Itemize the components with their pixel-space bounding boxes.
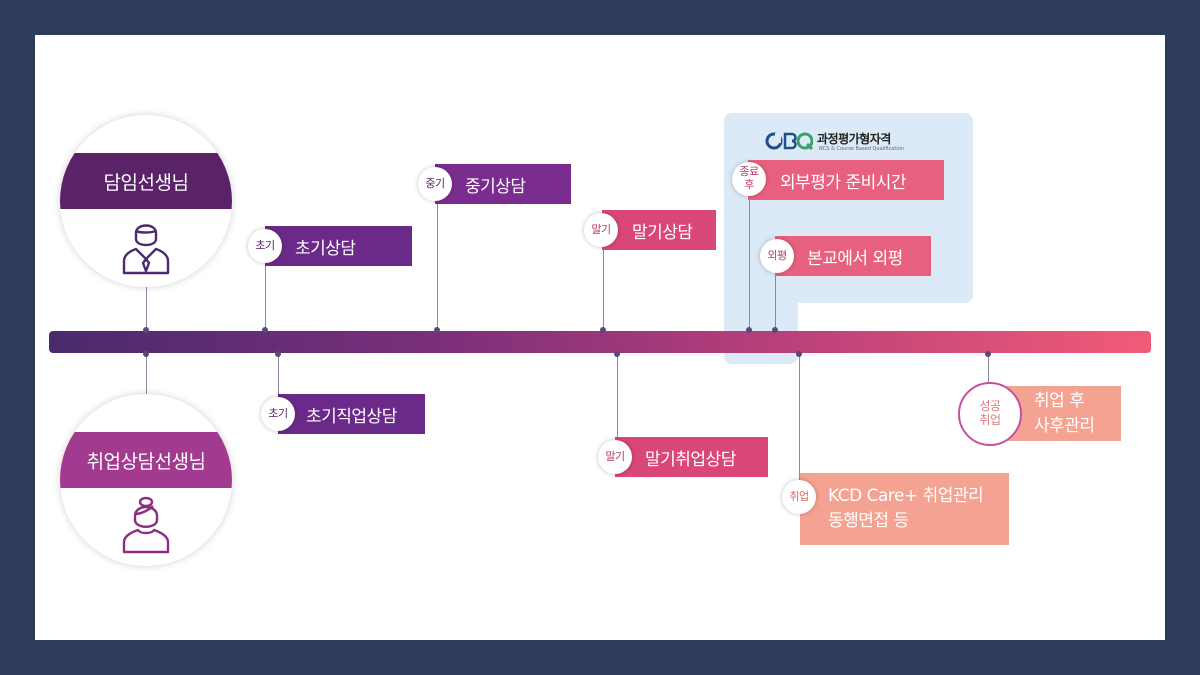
role-title: 담임선생님: [60, 153, 232, 209]
male-teacher-icon: [122, 224, 170, 275]
step-late-counseling: 말기상담: [602, 210, 716, 250]
connector-employment: [799, 354, 800, 480]
step-badge-early: 초기: [248, 229, 282, 263]
step-badge-late-employment: 말기: [598, 440, 632, 474]
role-title: 취업상담선생님: [60, 432, 232, 488]
axis-dot: [772, 327, 778, 333]
axis-dot: [143, 327, 149, 333]
axis-dot: [434, 327, 440, 333]
connector-mid: [437, 200, 438, 330]
step-external-eval-at-school: 본교에서 외평: [775, 236, 931, 276]
connector-success: [988, 354, 989, 382]
step-label-line2: 동행면접 등: [828, 511, 909, 531]
connector-late: [603, 250, 604, 330]
axis-dot: [143, 351, 149, 357]
step-early-counseling: 초기상담: [265, 226, 412, 266]
axis-dot: [614, 351, 620, 357]
female-counselor-icon: [122, 496, 170, 554]
connector-after-end: [749, 198, 750, 330]
step-label: 본교에서 외평: [807, 248, 903, 269]
role-employment-counselor: 취업상담선생님: [60, 394, 232, 566]
step-label: 말기취업상담: [645, 449, 736, 470]
step-mid-counseling: 중기상담: [435, 164, 571, 204]
axis-dot: [985, 351, 991, 357]
connector-late-employment: [617, 354, 618, 440]
step-label: 초기상담: [295, 238, 356, 259]
timeline-axis: [49, 331, 1151, 353]
cbq-subtitle: NCS & Course Based Qualification: [819, 146, 904, 152]
step-label: 초기직업상담: [306, 406, 397, 427]
step-badge-mid: 중기: [418, 167, 452, 201]
cbq-logo-icon: [765, 132, 813, 151]
step-label-line1: KCD Care+ 취업관리: [828, 486, 984, 507]
step-label-line2: 사후관리: [1034, 415, 1095, 436]
axis-dot: [275, 351, 281, 357]
connector-early: [265, 262, 266, 330]
step-label: 말기상담: [632, 222, 693, 243]
axis-dot: [796, 351, 802, 357]
connector-early-career: [278, 354, 279, 399]
axis-dot: [600, 327, 606, 333]
axis-dot: [262, 327, 268, 333]
step-badge-late: 말기: [584, 213, 618, 247]
axis-dot: [746, 327, 752, 333]
step-late-employment-counseling: 말기취업상담: [615, 437, 768, 477]
step-external-eval-prep: 외부평가 준비시간: [748, 160, 944, 200]
step-employment-management: KCD Care+ 취업관리 동행면접 등: [800, 473, 1009, 545]
step-label-line1: 취업 후: [1034, 390, 1085, 411]
step-badge-early-career: 초기: [261, 397, 295, 431]
connector-homeroom: [146, 285, 147, 330]
connector-external: [775, 272, 776, 330]
role-homeroom-teacher: 담임선생님: [60, 115, 232, 287]
step-badge-external: 외평: [760, 239, 794, 273]
step-label: 외부평가 준비시간: [780, 172, 907, 193]
step-label: 중기상담: [465, 176, 526, 197]
step-early-career-counseling: 초기직업상담: [278, 394, 425, 434]
cbq-title: 과정평가형자격: [817, 132, 891, 146]
step-badge-employment: 취업: [782, 480, 816, 514]
cbq-logo: 과정평가형자격 NCS & Course Based Qualification: [765, 130, 915, 154]
connector-counselor: [146, 354, 147, 404]
